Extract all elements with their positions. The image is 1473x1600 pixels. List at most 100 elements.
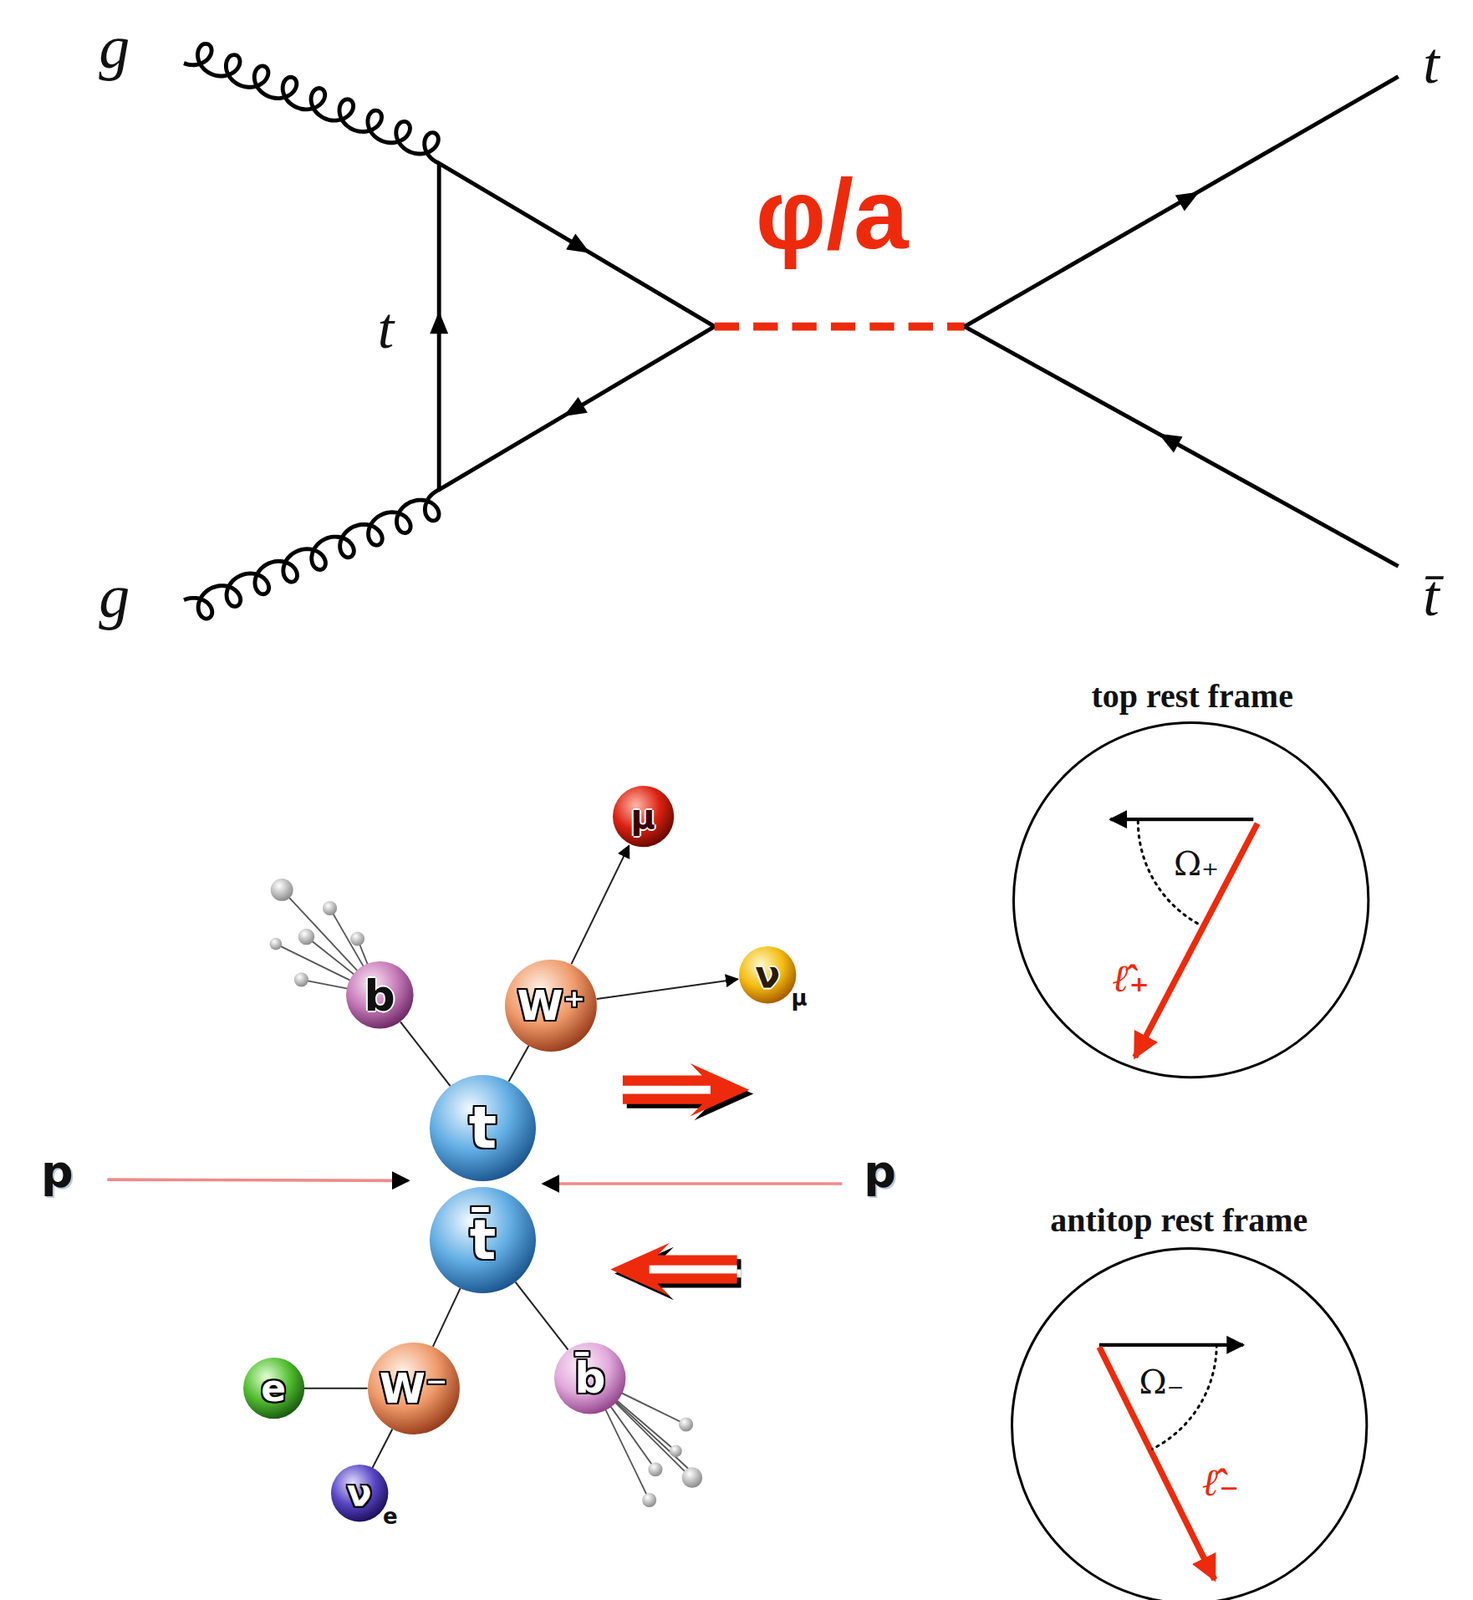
- rest-frame-circle: antitop rest frameΩ₋ℓ̂₋: [1010, 1247, 1368, 1600]
- sphere-shape: [429, 1075, 536, 1182]
- art-circle: [642, 1493, 657, 1508]
- sphere-shape: [429, 1187, 536, 1294]
- particle-name: e: [260, 1370, 286, 1407]
- spin-arrow: [622, 1063, 750, 1117]
- proton-label: p: [863, 1149, 897, 1195]
- rest-frame-circle: top rest frameΩ₊ℓ̂₊: [1012, 721, 1370, 1079]
- sphere-shape: [243, 1357, 305, 1419]
- lepton-label-holder: ℓ̂₊: [1112, 958, 1150, 998]
- sphere-shape: [367, 1342, 460, 1435]
- art-circle: [647, 1462, 663, 1477]
- particle-subscript-holder: μ: [790, 987, 807, 1010]
- sphere-shape: [554, 1342, 626, 1414]
- art-circle: [322, 901, 337, 916]
- gluon-line: [183, 43, 439, 164]
- particle-name: ν: [346, 1474, 373, 1512]
- mediator-label: φ/a: [755, 164, 909, 264]
- particle-name-holder: ν: [754, 956, 780, 994]
- decay-line: [372, 1429, 393, 1469]
- particle-name: b: [364, 973, 396, 1018]
- spin-arrows: [610, 1063, 754, 1300]
- sphere-shape: [331, 1464, 388, 1522]
- top-loop: [438, 163, 715, 490]
- particle-label-holder: t: [1422, 34, 1439, 93]
- fermion-arrow: [565, 234, 595, 262]
- particle-name: ν: [754, 956, 780, 994]
- bquark-sphere: b̄: [554, 1342, 626, 1414]
- art-path: [610, 1243, 737, 1296]
- particle-name-holder: ν: [346, 1474, 373, 1512]
- frame-outline: [1010, 1247, 1368, 1600]
- neutrino-sphere: νμ: [739, 946, 796, 1004]
- direction-arrow: [1099, 1343, 1244, 1347]
- bquark-sphere: b: [346, 961, 414, 1030]
- art-circle: [350, 931, 365, 946]
- art-rect: [649, 1265, 738, 1275]
- art-circle: [270, 937, 283, 951]
- angle-label-holder: Ω₋: [1138, 1365, 1184, 1399]
- art-g: [270, 878, 704, 1508]
- art-circle: [682, 1467, 703, 1488]
- particle-name: W⁺: [517, 984, 587, 1027]
- frame-outline: [1012, 721, 1370, 1079]
- particle-name-holder: W⁺: [517, 984, 587, 1027]
- spin-arrow: [610, 1243, 741, 1300]
- particle-name-holder: W⁻: [379, 1367, 449, 1410]
- rest-frame-arrows: [1099, 819, 1258, 1580]
- antitop-sphere: t̄: [429, 1187, 536, 1294]
- particle-name: W⁻: [379, 1367, 449, 1410]
- frame-title-holder: antitop rest frame: [1049, 1203, 1308, 1238]
- decay-line: [509, 1045, 530, 1082]
- frame-title-holder: top rest frame: [1091, 679, 1294, 714]
- decay-line: [400, 1021, 451, 1086]
- particle-subscript: μ: [790, 987, 807, 1010]
- decay-line: [570, 846, 629, 965]
- particle-label: t: [377, 299, 394, 358]
- particle-label: t̄: [1422, 566, 1439, 626]
- angle-label: Ω₊: [1173, 846, 1219, 881]
- frame-title: antitop rest frame: [1049, 1203, 1308, 1238]
- art-circle: [678, 1417, 694, 1433]
- lepton-arrow: [1135, 823, 1258, 1058]
- fermion-arrow: [1175, 183, 1204, 211]
- sphere-shape: [612, 785, 674, 847]
- proton-label: p: [40, 1149, 74, 1195]
- direction-arrow: [1110, 817, 1254, 821]
- particle-label: t: [1422, 34, 1439, 93]
- decay-line: [304, 1387, 368, 1390]
- sphere-shape: [504, 959, 597, 1052]
- lepton-arrow: [1099, 1346, 1215, 1580]
- proton-beam: [543, 1182, 843, 1186]
- muon-sphere: μ: [612, 785, 674, 847]
- proton-beam: [107, 1179, 408, 1181]
- neutrino-sphere: νe: [331, 1464, 388, 1522]
- decay-line: [515, 1282, 569, 1351]
- particle-label-holder: t̄: [1422, 566, 1439, 626]
- frame-outline: [1011, 1248, 1366, 1600]
- mediator-label-holder: φ/a: [755, 164, 909, 264]
- antitop-line: [964, 326, 1399, 567]
- spin-arrow-gap: [622, 1085, 711, 1095]
- particle-label-holder: t: [377, 299, 394, 358]
- lepton-label-holder: ℓ̂₋: [1202, 1462, 1239, 1502]
- wboson-sphere: W⁺: [504, 959, 597, 1052]
- decay-line: [433, 1288, 461, 1347]
- mediator-line: [714, 322, 965, 332]
- frame-title: top rest frame: [1091, 679, 1294, 714]
- lepton-label: ℓ̂₊: [1112, 958, 1150, 998]
- fermion-arrow: [559, 397, 588, 425]
- top-line: [964, 76, 1399, 327]
- fermion-arrow: [429, 310, 449, 334]
- particle-name: t̄: [469, 1213, 497, 1269]
- sphere-shape: [739, 946, 796, 1004]
- proton-label-holder: p: [863, 1149, 897, 1195]
- particle-name: μ: [631, 800, 656, 834]
- angle-label-holder: Ω₊: [1173, 846, 1219, 881]
- particle-name-holder: t̄: [469, 1213, 497, 1269]
- particle-label: g: [98, 565, 130, 627]
- particle-name-holder: e: [260, 1370, 286, 1407]
- particle-name: t: [468, 1098, 497, 1157]
